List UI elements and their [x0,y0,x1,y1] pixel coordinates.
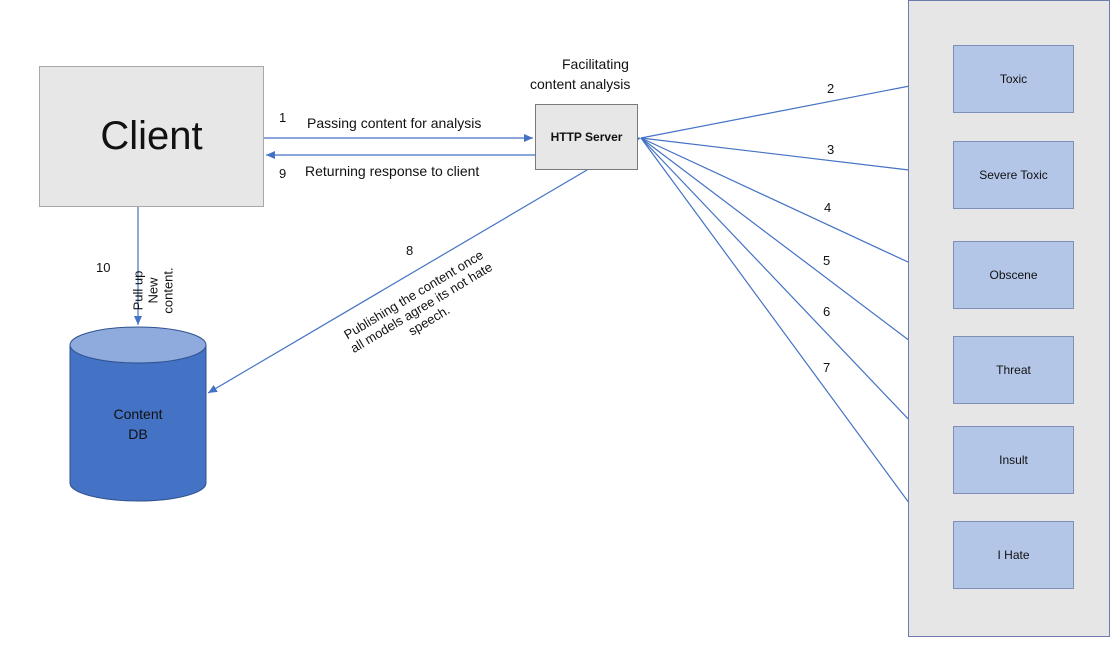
model-insult-label: Insult [999,453,1028,467]
edge-4-number: 4 [824,200,832,215]
arrow-server-toxic [631,75,952,144]
client-label: Client [100,114,203,158]
edge-2-number: 2 [827,81,835,96]
edge-1-number: 1 [279,110,287,125]
model-severe-toxic-label: Severe Toxic [979,168,1048,182]
content-db-label-line2: DB [128,426,148,442]
model-obscene: Obscene [953,241,1074,309]
model-threat-label: Threat [996,363,1031,377]
edge-1-label: Passing content for analysis [307,115,482,131]
edge-10-label-line2: New [145,277,161,304]
edge-3-number: 3 [827,142,835,157]
edge-10-label-line1: Pull up [130,270,146,311]
edge-6-number: 6 [823,304,831,319]
model-i-hate: I Hate [953,521,1074,589]
edge-5-number: 5 [823,253,831,268]
edge-7-number: 7 [823,360,831,375]
client-node: Client [39,66,264,207]
server-caption-line1: Facilitating [562,56,629,72]
model-i-hate-label: I Hate [997,548,1030,562]
content-db-cylinder [69,326,207,502]
model-toxic: Toxic [953,45,1074,113]
edge-10-number: 10 [96,260,111,275]
arrow-server-severe-toxic [640,137,952,178]
http-server-label: HTTP Server [550,130,623,144]
content-db-label: Content DB [70,404,206,444]
edge-10-label: Pull up New content. [131,267,176,313]
server-caption-line2: content analysis [530,76,631,92]
arrow-server-obscene [640,137,952,283]
arrow-server-to-db [207,169,588,394]
edge-9-number: 9 [279,166,287,181]
http-server-node: HTTP Server [535,104,638,170]
arrow-server-i-hate [640,137,952,561]
model-threat: Threat [953,336,1074,404]
arrow-server-insult [640,137,952,465]
model-obscene-label: Obscene [989,268,1038,282]
content-db-label-line1: Content [113,406,163,422]
arrow-server-threat [640,137,952,373]
edge-10-label-line3: content. [160,267,176,314]
model-severe-toxic: Severe Toxic [953,141,1074,209]
model-toxic-label: Toxic [999,72,1028,86]
edge-8-number: 8 [406,243,414,258]
model-insult: Insult [953,426,1074,494]
edge-9-label: Returning response to client [305,163,480,179]
